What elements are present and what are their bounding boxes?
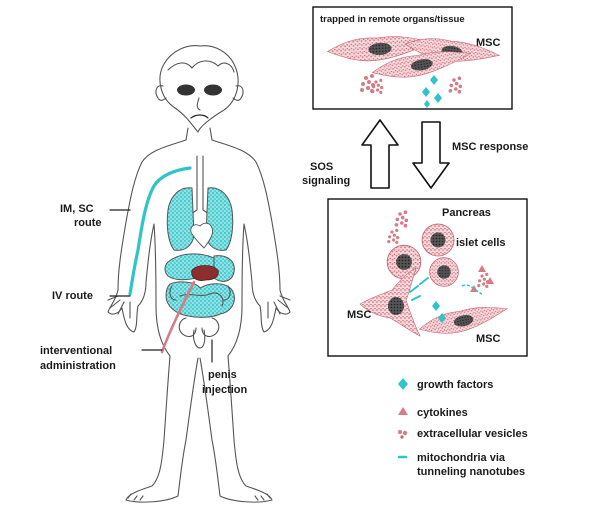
right-lung <box>205 187 234 251</box>
intestines <box>165 281 235 318</box>
sos-arrow-up <box>361 119 399 189</box>
im-sc-route-line <box>128 166 192 296</box>
legend-label: cytokines <box>417 407 468 419</box>
penis-injection-label-2: injection <box>202 384 248 396</box>
left-lung <box>166 187 195 251</box>
legend-label: growth factors <box>417 379 493 391</box>
legend-item-mitochondria: mitochondria via tunneling nanotubes <box>397 452 525 478</box>
legend: growth factors cytokines extracellular v… <box>397 378 528 478</box>
legend-label-line-1: mitochondria via <box>417 452 506 464</box>
im-sc-route-label-2: route <box>74 217 102 229</box>
islet-cells-label: islet cells <box>456 237 506 249</box>
penis-injection-label-1: penis <box>208 369 237 381</box>
extracellular-vesicle-dots-icon <box>398 430 408 439</box>
head-outline <box>159 45 239 133</box>
pancreas-label: Pancreas <box>442 207 491 219</box>
growth-factor-diamond-icon <box>398 378 408 390</box>
signal-arrows: SOS signaling MSC response <box>302 119 528 189</box>
pancreas-organ <box>191 265 219 281</box>
msc-response-arrow-down <box>412 121 450 189</box>
legend-label-line-2: tunneling nanotubes <box>417 466 525 478</box>
remote-organs-box: trapped in remote organs/tissue MSC <box>312 6 513 110</box>
interventional-label-1: interventional <box>40 345 112 357</box>
left-eye <box>177 84 195 96</box>
sos-label-1: SOS <box>310 161 333 173</box>
child-figure <box>107 45 291 503</box>
msc-top-label: MSC <box>476 37 501 49</box>
legend-item-cytokines: cytokines <box>398 407 468 419</box>
iv-route-label: IV route <box>52 290 93 302</box>
body-outline <box>107 139 291 357</box>
legend-item-growth-factors: growth factors <box>398 378 493 391</box>
legend-label: extracellular vesicles <box>417 428 528 440</box>
route-labels: IM, SC route IV route interventional adm… <box>40 203 248 396</box>
interventional-route-line <box>160 280 196 354</box>
penis-shape <box>192 329 206 349</box>
legend-item-extracellular-vesicles: extracellular vesicles <box>398 428 528 440</box>
cytokine-triangle-icon <box>398 407 408 415</box>
legs-outline <box>125 355 273 503</box>
sos-label-2: signaling <box>302 175 350 187</box>
trapped-label: trapped in remote organs/tissue <box>320 14 465 25</box>
msc-left-label: MSC <box>347 309 372 321</box>
pancreas-box: Pancreas islet cells MSC MSC <box>327 198 528 357</box>
msc-right-label: MSC <box>476 333 501 345</box>
msc-response-label: MSC response <box>452 141 528 153</box>
right-eye <box>204 84 222 96</box>
im-sc-route-label-1: IM, SC <box>60 203 94 215</box>
interventional-label-2: administration <box>40 360 116 372</box>
